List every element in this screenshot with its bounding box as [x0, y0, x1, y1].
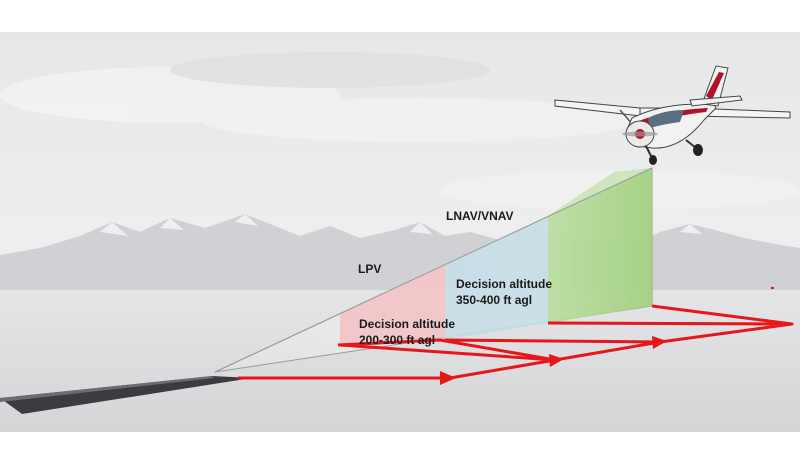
- lnav-zone: [548, 168, 652, 323]
- arrow-right-icon: [549, 354, 564, 367]
- bottom-margin: [0, 432, 800, 450]
- top-margin: [0, 0, 800, 32]
- lnav-vnav-decision-altitude-line2: 350-400 ft agl: [456, 293, 533, 307]
- lnav-vnav-label: LNAV/VNAV: [446, 209, 514, 223]
- lpv-decision-altitude-line2: 200-300 ft agl: [359, 333, 436, 347]
- lnav-vnav-decision-altitude-line1: Decision altitude: [456, 277, 553, 291]
- flight-path-segment-5: [651, 304, 793, 326]
- runway-icon: [0, 376, 252, 414]
- lnav-vnav-zone: [445, 216, 548, 340]
- cessna-aircraft-icon: [554, 65, 791, 165]
- glide-path-edge: [214, 167, 653, 373]
- flight-path-arrows: [440, 336, 667, 385]
- lnav-vnav-decision-altitude: Decision altitude 350-400 ft agl: [456, 276, 552, 308]
- lpv-decision-altitude: Decision altitude 200-300 ft agl: [359, 316, 455, 348]
- lpv-decision-altitude-line1: Decision altitude: [359, 317, 456, 331]
- arrow-right-icon: [440, 371, 456, 385]
- lpv-zone: [340, 264, 445, 345]
- arrow-right-icon: [652, 336, 667, 349]
- edge-marker: [771, 287, 774, 289]
- clouds: [0, 52, 800, 210]
- lpv-label: LPV: [358, 262, 382, 276]
